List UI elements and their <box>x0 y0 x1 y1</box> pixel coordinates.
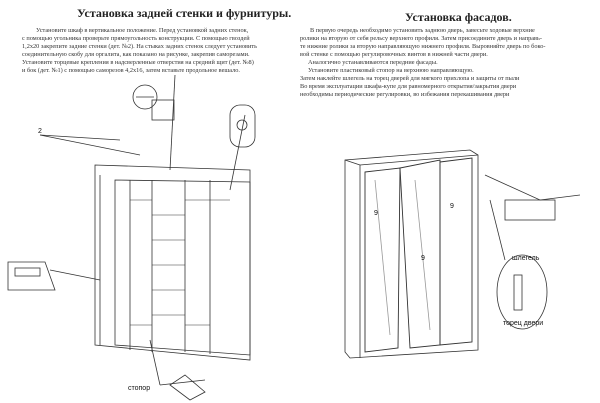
stopper-icon <box>169 374 206 401</box>
text-line: ролики на вторую от себя рельсу верхнего… <box>300 35 542 42</box>
wardrobe-facade-drawing <box>344 149 479 359</box>
rail-profile-detail <box>484 174 581 221</box>
text-line: Аналогично устанавливаются передние фаса… <box>308 59 438 66</box>
text-line: и бок (дет. №1) с помощью саморезов 4,2x… <box>22 67 240 74</box>
right-title: Установка фасадов. <box>405 10 512 24</box>
left-paragraph: Установите шкаф в вертикальное положение… <box>22 27 292 75</box>
wardrobe-back-panel-drawing <box>39 74 251 386</box>
text-line: Установите шкаф в вертикальное положение… <box>36 27 249 34</box>
text-line: необходимы периодические регулировки, во… <box>300 91 510 98</box>
right-paragraph: В первую очередь необходимо установить з… <box>300 27 600 99</box>
text-line: те нижние ролики за вторую направляющую … <box>300 43 546 50</box>
stopper-label: стопор <box>128 385 151 392</box>
text-line: 1,2x20 закрепите задние стенки (дет. №2)… <box>22 43 257 50</box>
hanger-mount-icon <box>229 104 256 148</box>
left-title: Установка задней стенки и фурнитуры. <box>77 6 292 20</box>
text-line: вой стенке с помощью регулировочных винт… <box>300 51 488 58</box>
part-number-label: 2 <box>38 128 42 135</box>
text-line: Затем наклейте шлегель на торец дверей д… <box>300 75 520 82</box>
bracket-icon <box>151 99 175 121</box>
door-number-label: 9 <box>421 255 425 262</box>
text-line: с помощью угольника проверьте прямоуголь… <box>22 35 250 42</box>
schlegel-label: шлегель <box>512 255 540 262</box>
door-number-label: 9 <box>374 210 378 217</box>
door-edge-detail <box>489 199 548 330</box>
text-line: соединительную скобу для оргалита, как п… <box>22 51 250 58</box>
text-line: В первую очередь необходимо установить з… <box>310 27 535 34</box>
text-line: Установите пластиковый стопор на верхнюю… <box>308 67 474 74</box>
door-number-label: 9 <box>450 203 454 210</box>
text-line: Во время эксплуатации шкафа-купе для рав… <box>300 83 517 90</box>
text-line: Установите торцевые крепления в надсверл… <box>22 59 254 66</box>
door-edge-label: торец двери <box>503 320 544 327</box>
screw-icon <box>132 84 158 110</box>
rail-detail-icon <box>7 261 56 291</box>
